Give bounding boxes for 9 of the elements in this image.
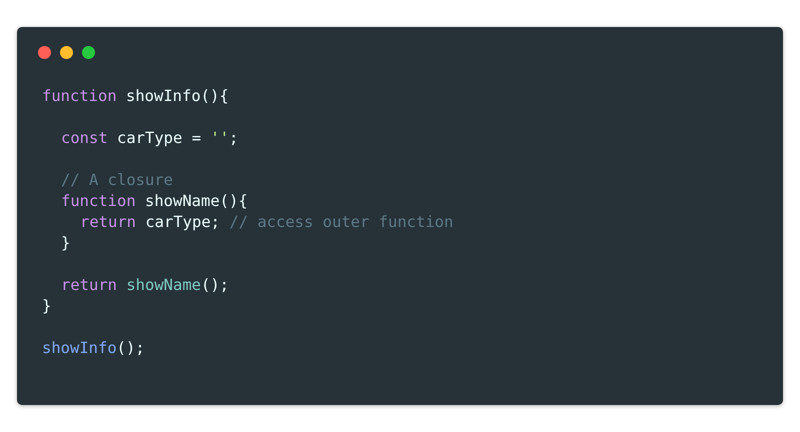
code-comment: // A closure bbox=[61, 170, 173, 190]
code-line: showInfo(); bbox=[42, 338, 145, 358]
code-line: const carType = ''; bbox=[61, 128, 238, 148]
code-line: return carType; // access outer function bbox=[80, 212, 454, 232]
code-line: } bbox=[42, 296, 52, 316]
code-line: } bbox=[61, 233, 70, 253]
code-line: function showInfo(){ bbox=[42, 86, 229, 106]
code-line: function showName(){ bbox=[61, 191, 248, 211]
code-line: return showName(); bbox=[61, 275, 229, 295]
